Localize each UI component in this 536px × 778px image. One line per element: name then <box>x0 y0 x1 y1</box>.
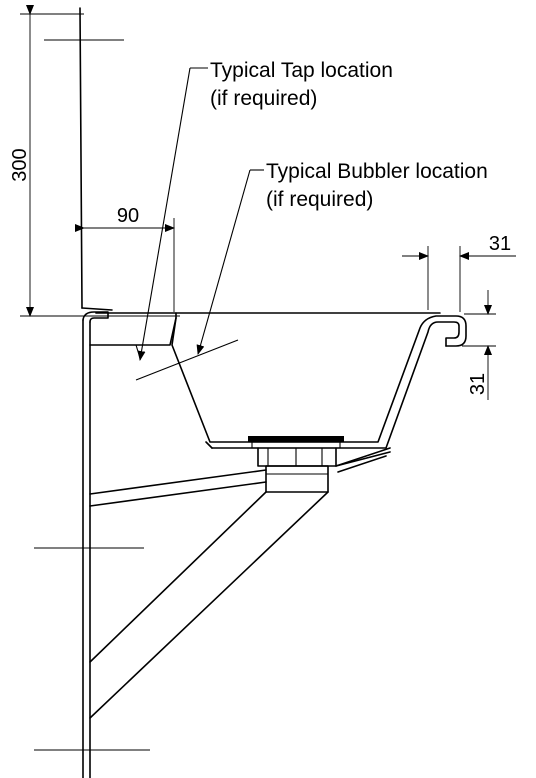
dimension-height: 300 <box>9 5 180 317</box>
dimension-tap-offset: 90 <box>75 205 175 312</box>
support-bracket <box>89 451 391 719</box>
tap-location-label: Typical Tap location <box>210 59 393 82</box>
dimension-rim-width-label: 31 <box>489 233 511 255</box>
dimension-height-label: 300 <box>9 148 31 181</box>
reference-lines <box>34 39 150 751</box>
bubbler-location-callout: Typical Bubbler location (if required) <box>135 160 488 381</box>
tap-location-callout: Typical Tap location (if required) <box>135 59 393 361</box>
bubbler-location-label: Typical Bubbler location <box>266 160 488 183</box>
dimension-rim-depth: 31 <box>462 290 496 400</box>
dimension-rim-depth-label: 31 <box>467 373 489 395</box>
dimension-rim-width: 31 <box>402 233 516 312</box>
waste-outlet <box>248 436 344 493</box>
dimension-tap-offset-label: 90 <box>117 205 139 227</box>
tap-location-sublabel: (if required) <box>210 87 317 110</box>
wall <box>79 7 113 778</box>
bubbler-location-sublabel: (if required) <box>266 188 373 211</box>
